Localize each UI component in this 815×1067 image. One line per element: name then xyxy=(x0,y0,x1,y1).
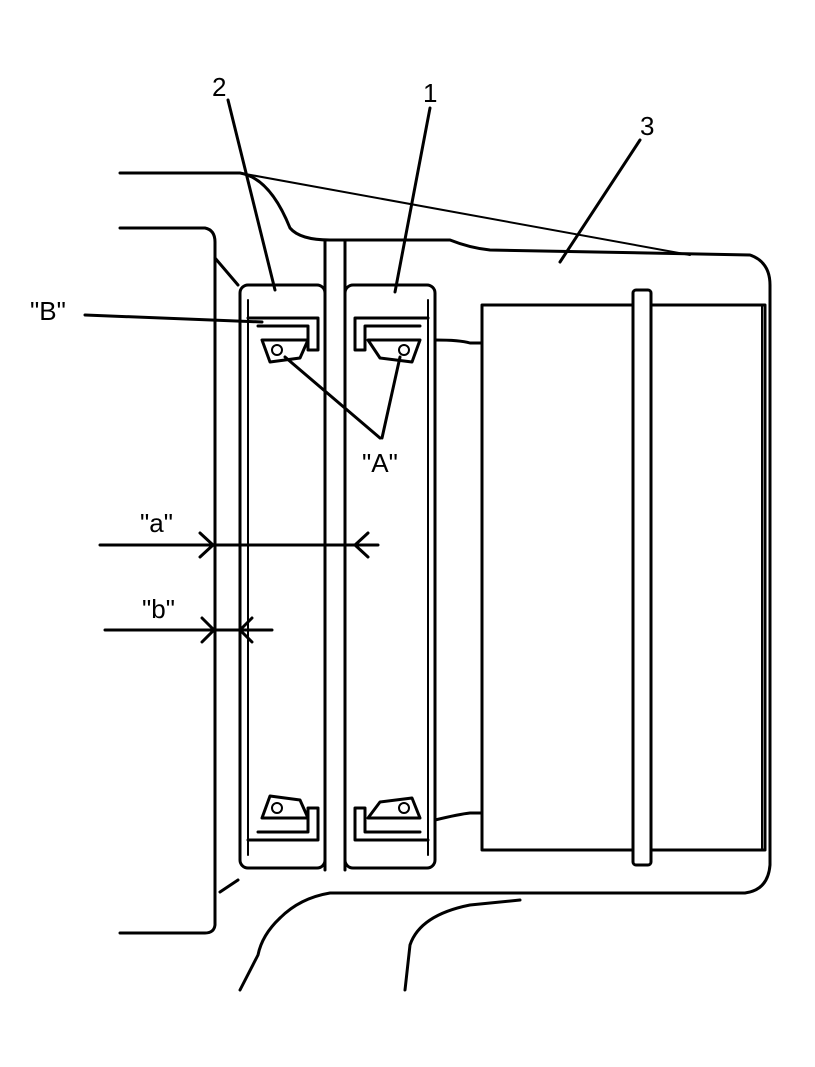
label-callout-A: "A" xyxy=(362,448,398,478)
dimension-a xyxy=(98,531,380,559)
center-spacer xyxy=(323,238,347,872)
label-part-2: 2 xyxy=(212,72,226,102)
leader-lines xyxy=(83,98,642,440)
shaft-part-3 xyxy=(433,288,767,867)
oil-seal-1 xyxy=(343,283,437,870)
oil-seal-2 xyxy=(238,283,327,870)
label-dimension-a: "a" xyxy=(140,508,173,538)
dimension-b xyxy=(103,616,274,644)
label-part-3: 3 xyxy=(640,111,654,141)
label-callout-B: "B" xyxy=(30,296,66,326)
label-part-1: 1 xyxy=(423,78,437,108)
label-dimension-b: "b" xyxy=(142,594,175,624)
housing xyxy=(118,171,772,992)
